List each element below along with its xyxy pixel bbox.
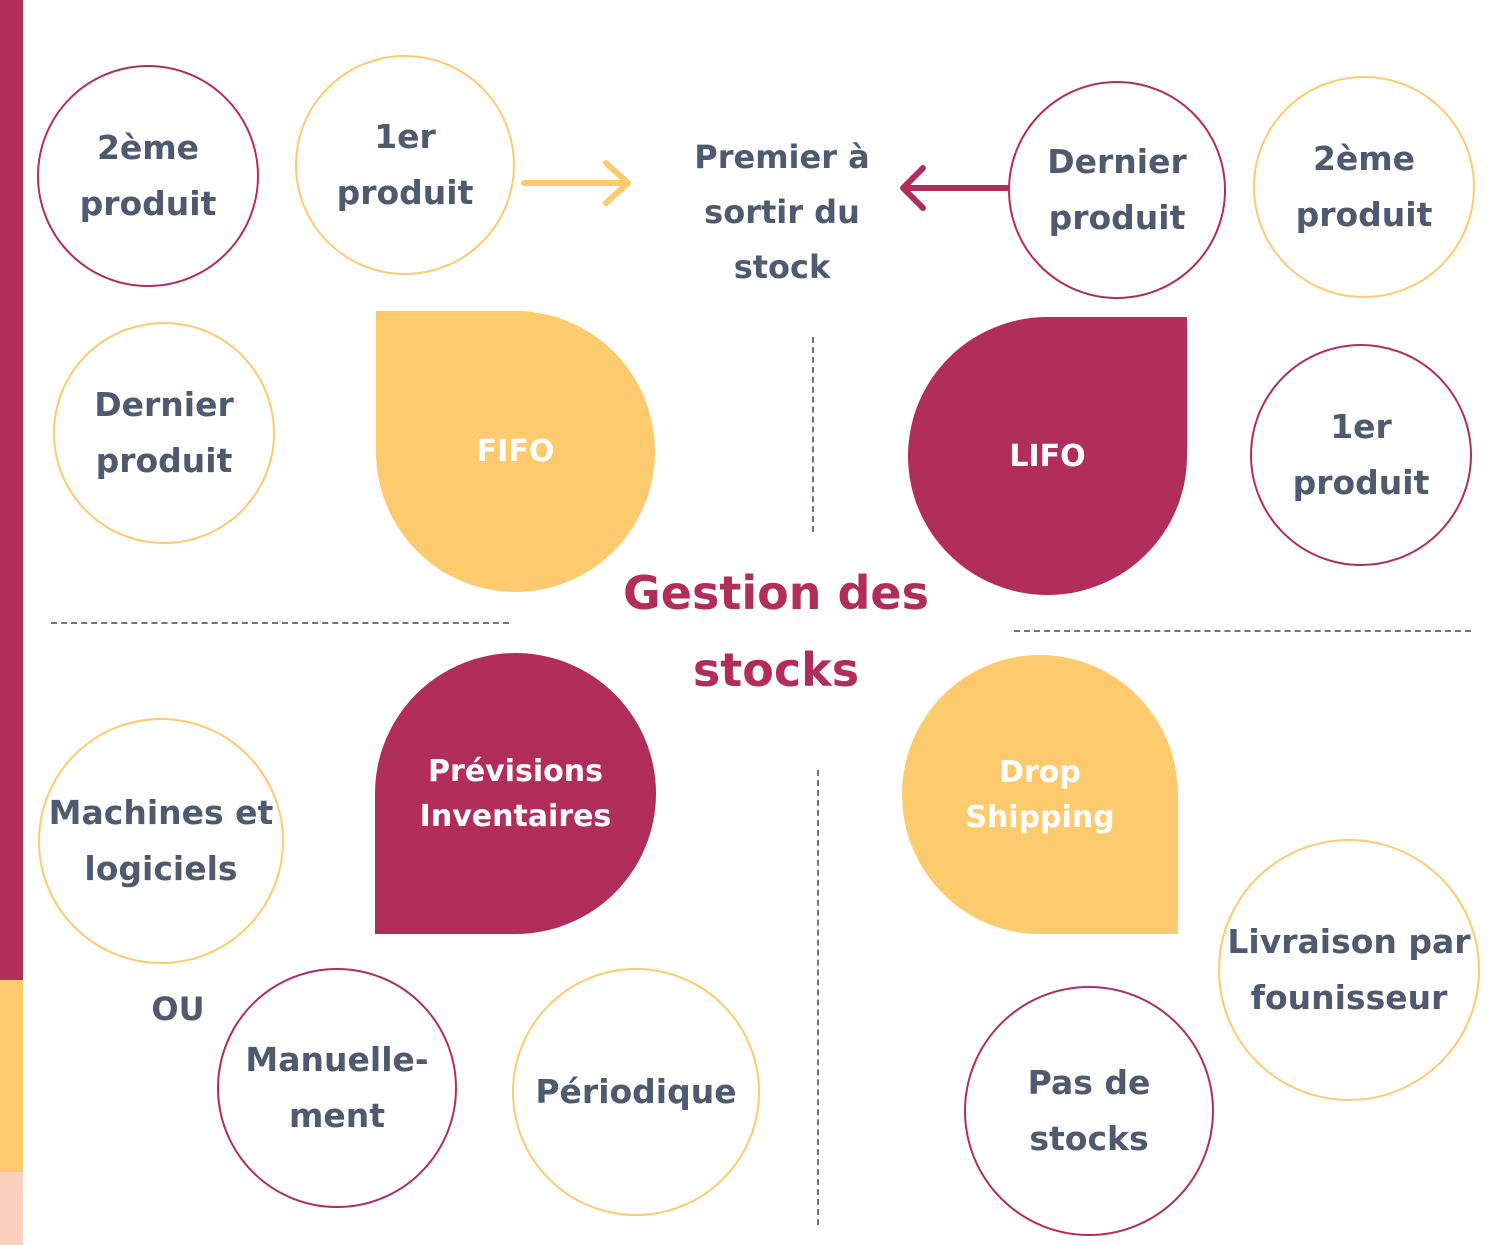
arrow-right-icon [521, 160, 631, 206]
lifo-last-product: Dernier produit [1008, 81, 1226, 299]
label: Inventaires [419, 798, 612, 834]
lifo-shape: LIFO [908, 317, 1187, 595]
line: Gestion des [623, 566, 929, 620]
main-title: Gestion des stocks [600, 555, 952, 709]
lifo-label: LIFO [1009, 438, 1086, 474]
line: Premier à [694, 138, 870, 176]
machines-software: Machines et logiciels [38, 718, 284, 964]
label: 1er [374, 116, 436, 156]
fifo-shape: FIFO [376, 311, 655, 592]
line: sortir du [704, 193, 860, 231]
label: founisseur [1250, 978, 1448, 1017]
periodic: Périodique [512, 968, 760, 1216]
label: 2ème [96, 127, 200, 167]
label: ment [288, 1096, 386, 1135]
label: Périodique [535, 1071, 737, 1111]
side-bar-yellow [0, 980, 23, 1172]
side-bar-magenta [0, 0, 23, 980]
divider [51, 622, 509, 624]
fifo-label: FIFO [476, 434, 555, 469]
label: produit [1292, 463, 1430, 502]
lifo-second-product: 2ème produit [1253, 76, 1475, 298]
no-stock: Pas de stocks [964, 986, 1214, 1236]
label: 2ème [1312, 138, 1416, 178]
lifo-first-product: 1er produit [1250, 344, 1472, 566]
label: produit [336, 173, 474, 212]
label: Drop [999, 754, 1081, 790]
divider [1014, 630, 1471, 632]
label: Pas de [1027, 1062, 1151, 1102]
label: Manuelle- [245, 1039, 429, 1079]
label: Dernier [94, 384, 234, 424]
label: produit [95, 441, 233, 480]
divider [817, 770, 819, 1225]
arrow-left-icon [900, 165, 1010, 211]
supplier-delivery: Livraison par founisseur [1218, 839, 1480, 1101]
divider [812, 337, 814, 532]
manual: Manuelle-ment [217, 968, 457, 1208]
fifo-first-product: 1er produit [295, 55, 515, 275]
fifo-last-product: Dernier produit [53, 322, 275, 544]
label: logiciels [84, 849, 238, 888]
label: produit [1295, 195, 1433, 234]
label: produit [79, 184, 217, 223]
or-label: OU [151, 990, 205, 1028]
label: Machines et [48, 792, 274, 832]
side-bar-peach [0, 1172, 23, 1245]
label: stocks [1029, 1119, 1149, 1158]
label: Prévisions [428, 753, 603, 789]
label: Shipping [965, 799, 1115, 835]
label: produit [1048, 198, 1186, 237]
label: 1er [1330, 406, 1392, 446]
line: stocks [692, 643, 860, 697]
label: Dernier [1047, 141, 1187, 181]
fifo-second-product: 2ème produit [37, 65, 259, 287]
label: Livraison par [1227, 921, 1471, 961]
center-label: Premier à sortir du stock [662, 130, 902, 295]
line: stock [733, 248, 831, 286]
